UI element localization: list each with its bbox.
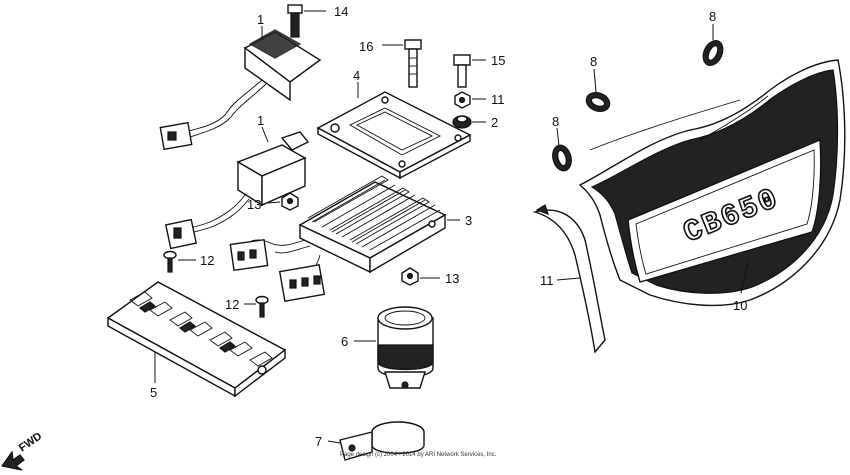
condenser-6[interactable] xyxy=(377,306,434,389)
fuse-board-5[interactable] xyxy=(106,281,287,398)
callout-8c[interactable]: 8 xyxy=(552,114,559,129)
callout-11b[interactable]: 11 xyxy=(491,92,505,107)
forward-label: FWD xyxy=(17,430,44,454)
callout-5[interactable]: 5 xyxy=(150,385,157,400)
forward-arrow-icon xyxy=(0,450,25,471)
callout-2[interactable]: 2 xyxy=(491,115,498,130)
callout-13b[interactable]: 13 xyxy=(445,271,459,286)
side-cover-10[interactable]: CB650 xyxy=(578,59,846,307)
callout-1a[interactable]: 1 xyxy=(257,12,264,27)
bracket-plate-4[interactable] xyxy=(316,91,472,180)
callout-6[interactable]: 6 xyxy=(341,334,348,349)
clamp-band-7[interactable] xyxy=(339,421,425,461)
callout-14[interactable]: 14 xyxy=(334,4,348,19)
nut-11[interactable] xyxy=(454,91,471,109)
callout-4[interactable]: 4 xyxy=(353,68,360,83)
grommet-8-lower[interactable] xyxy=(550,143,574,173)
bolt-14[interactable] xyxy=(287,4,303,38)
grommet-8-middle[interactable] xyxy=(584,89,613,114)
callout-7[interactable]: 7 xyxy=(315,434,322,449)
regulator-rectifier-3[interactable] xyxy=(229,175,447,303)
screw-12-lower[interactable] xyxy=(255,295,269,318)
trim-strip-11[interactable] xyxy=(532,204,606,354)
callout-3[interactable]: 3 xyxy=(465,213,472,228)
callout-8a[interactable]: 8 xyxy=(709,9,716,24)
nut-13-upper[interactable] xyxy=(281,192,299,211)
bolt-16[interactable] xyxy=(404,39,422,88)
callout-16[interactable]: 16 xyxy=(359,39,373,54)
screw-12-upper[interactable] xyxy=(163,250,177,273)
nut-13-lower[interactable] xyxy=(401,267,419,286)
callout-15[interactable]: 15 xyxy=(491,53,505,68)
callout-10[interactable]: 10 xyxy=(733,298,747,313)
callout-11[interactable]: 11 xyxy=(540,273,554,288)
grommet-2[interactable] xyxy=(452,115,472,129)
callout-12b[interactable]: 12 xyxy=(225,297,239,312)
grommet-8-top[interactable] xyxy=(699,37,726,68)
bolt-15[interactable] xyxy=(453,54,471,88)
copyright-notice: Page design (c) 2004 - 2014 by ARI Netwo… xyxy=(340,452,497,458)
ignition-unit-1-lower[interactable] xyxy=(164,131,310,250)
callout-8b[interactable]: 8 xyxy=(590,54,597,69)
ignition-unit-1-upper[interactable] xyxy=(159,29,322,151)
callout-1b[interactable]: 1 xyxy=(257,113,264,128)
forward-direction-indicator: FWD xyxy=(0,430,44,471)
callout-13a[interactable]: 13 xyxy=(247,197,261,212)
callout-12a[interactable]: 12 xyxy=(200,253,214,268)
